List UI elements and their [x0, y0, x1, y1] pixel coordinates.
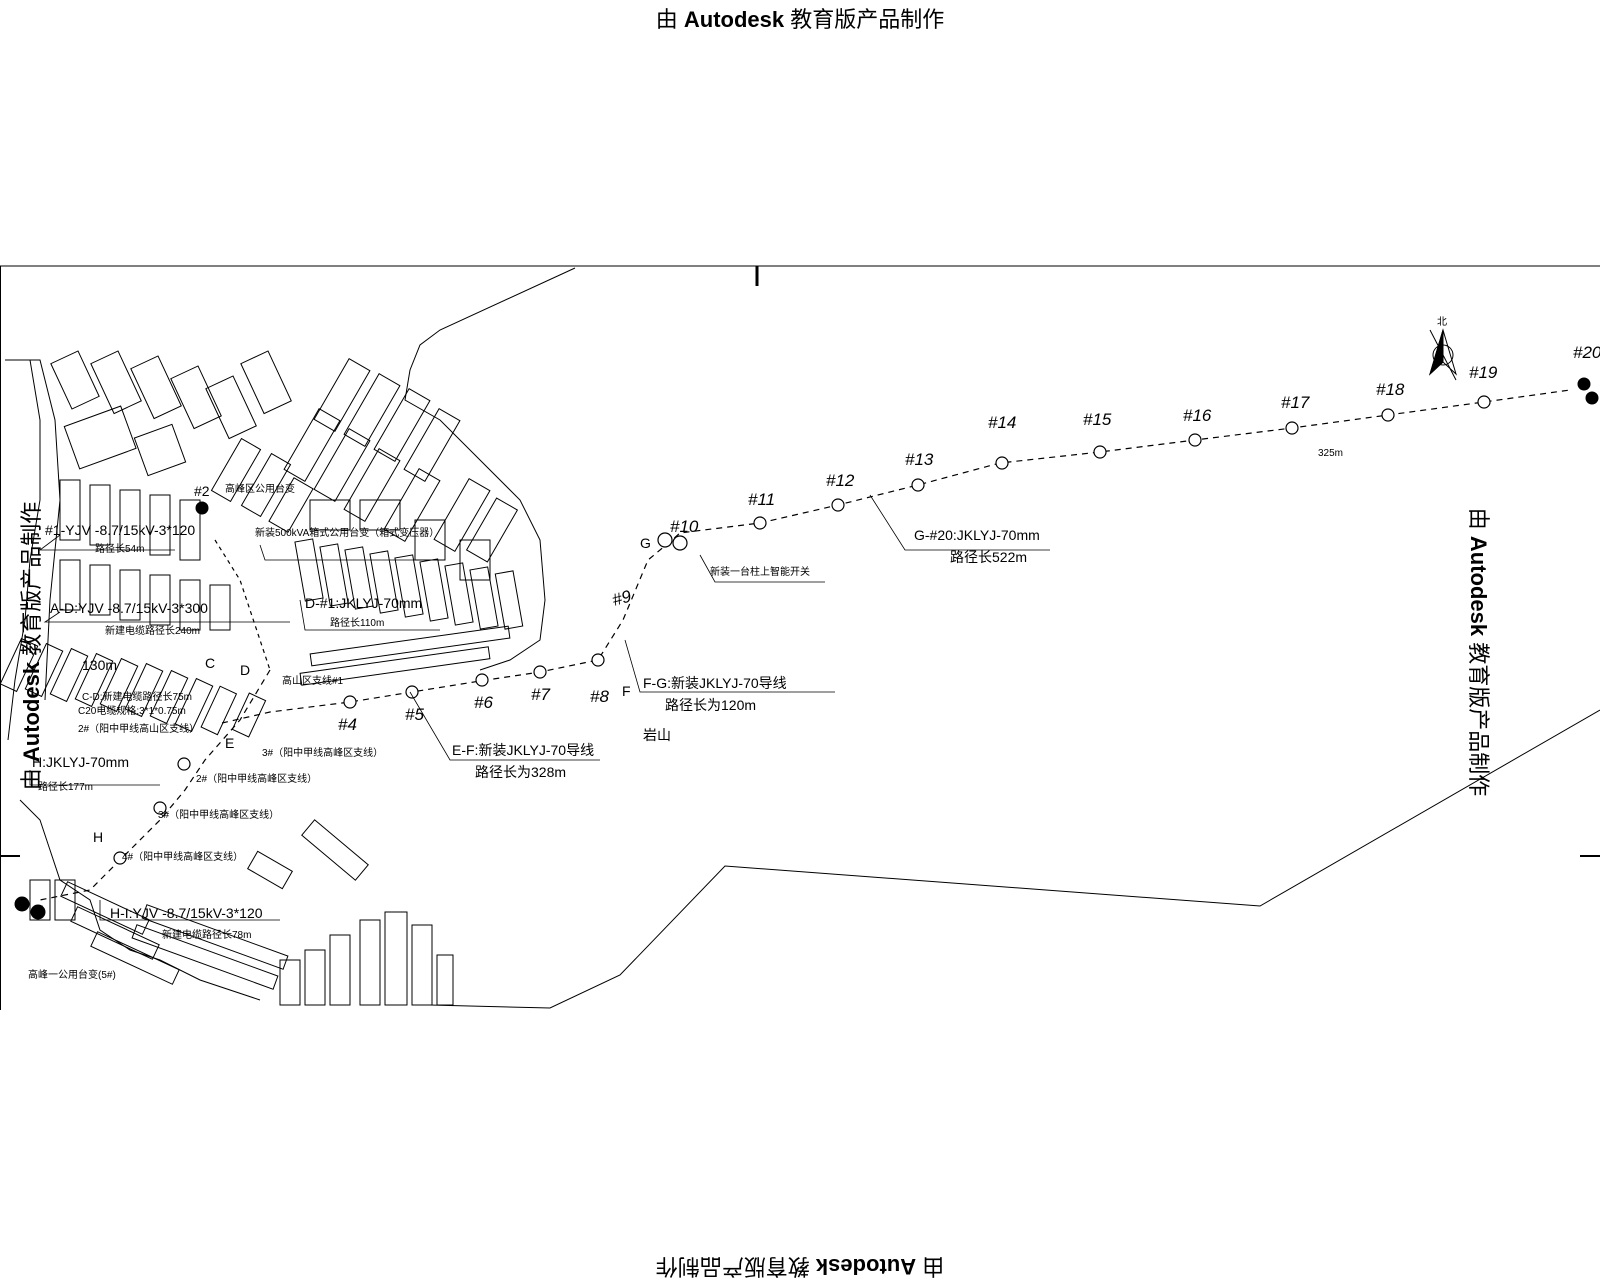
- watermark-top: 由 Autodesk 教育版产品制作: [655, 7, 945, 32]
- tower-label-8: #8: [590, 687, 609, 706]
- transformer-5: [14, 896, 30, 912]
- gaoshan-label: 高山区支线#1: [282, 674, 344, 687]
- tower-label-16: #16: [1183, 406, 1212, 425]
- h-line-label: H:JKLYJ-70mm: [32, 754, 129, 770]
- tower-label-6: #6: [474, 693, 493, 712]
- north-label: 北: [1437, 316, 1447, 328]
- tower-label-12: #12: [826, 471, 855, 490]
- tower-marker-8: [591, 653, 605, 667]
- g20-line-label: G-#20:JKLYJ-70mm: [914, 527, 1040, 543]
- point-d: D: [240, 662, 250, 678]
- span-325-label: 325m: [1318, 448, 1343, 459]
- drawing-frame: [0, 265, 1600, 1010]
- transformer-2-label: #2: [194, 483, 210, 499]
- a-line-label: #1-YJV -8.7/15kV-3*120: [45, 522, 195, 538]
- tower-marker-5: [405, 685, 419, 699]
- tower-marker-14: [995, 456, 1009, 470]
- point-h: H: [93, 829, 103, 845]
- tower-label-9: #9: [610, 586, 634, 609]
- b-length-label: 新建电缆路径长240m: [105, 624, 200, 637]
- point-c: C: [205, 655, 215, 671]
- tower-label-17: #17: [1281, 393, 1310, 412]
- tower-label-14: #14: [988, 413, 1016, 432]
- ef-line-label: E-F:新装JKLYJ-70导线: [452, 742, 594, 758]
- tower-marker-16: [1188, 433, 1202, 447]
- tower-marker-18: [1381, 408, 1395, 422]
- tower-marker-12: [831, 498, 845, 512]
- point-i: I: [40, 902, 44, 918]
- point-f: F: [622, 683, 631, 699]
- point-e: E: [225, 735, 234, 751]
- d-length-label: 路径长110m: [330, 616, 384, 629]
- tower-label-10: #10: [670, 517, 699, 536]
- transformer-2: [195, 501, 209, 515]
- branch-label-1: 2#（阳中甲线高山区支线）: [78, 722, 199, 735]
- transformer-2-name: 高峰区公用台变: [225, 482, 295, 495]
- branch-label-5: 4#（阳中甲线高峰区支线）: [122, 850, 243, 863]
- ef-length-label: 路径长为328m: [475, 764, 566, 780]
- tower-marker-10a: [657, 532, 673, 548]
- tower-label-19: #19: [1469, 363, 1498, 382]
- tower-marker-10b: [672, 535, 688, 551]
- d-line-label: D-#1:JKLYJ-70mm: [305, 595, 422, 611]
- tower-label-20: #20: [1573, 343, 1600, 362]
- branch-marker-4: [113, 851, 127, 865]
- tower-label-4: #4: [338, 715, 357, 734]
- leader-lines: [29, 494, 1050, 921]
- terrain-outline: [404, 267, 1600, 1009]
- tower-marker-11: [753, 516, 767, 530]
- cd-line-label: C-D:新建电缆路径长75m: [82, 690, 192, 703]
- tower-label-13: #13: [905, 450, 934, 469]
- point-g: G: [640, 535, 651, 551]
- tower-label-11: #11: [748, 490, 775, 509]
- tower-label-7: #7: [531, 685, 550, 704]
- tower-marker-4: [343, 695, 357, 709]
- branch-label-3: 2#（阳中甲线高峰区支线）: [196, 772, 317, 785]
- north-arrow: [1429, 328, 1457, 381]
- tower-marker-15: [1093, 445, 1107, 459]
- hi-length-label: 新建电缆路径长78m: [162, 928, 251, 941]
- tower-label-18: #18: [1376, 380, 1405, 399]
- branch-label-4: 3#（阳中甲线高峰区支线）: [158, 808, 279, 821]
- branch-marker-2: [177, 757, 191, 771]
- tower-marker-7: [533, 665, 547, 679]
- tower-label-15: #15: [1083, 410, 1112, 429]
- switch-note: 新装一台柱上智能开关: [710, 565, 810, 578]
- branch-label-2: 3#（阳中甲线高峰区支线）: [262, 746, 383, 759]
- a-length-label: 路径长54m: [95, 542, 144, 555]
- fg-line-label: F-G:新装JKLYJ-70导线: [643, 675, 787, 691]
- old-transformer-label: 高峰一公用台变(5#): [28, 968, 116, 981]
- tower-markers: [113, 395, 1491, 865]
- cd-sub-label: C20电缆规格:3*1*0.75m: [78, 704, 186, 717]
- b-line-label: A-D:YJV -8.7/15kV-3*300: [50, 600, 208, 616]
- tower-marker-6: [475, 673, 489, 687]
- branch-marker-3: [153, 801, 167, 815]
- c-length-label: 130m: [82, 657, 117, 673]
- buildings: [0, 350, 524, 1006]
- g20-length-label: 路径长522m: [950, 549, 1027, 565]
- transformers: [14, 377, 1599, 920]
- yanshan-label: 岩山: [643, 727, 671, 743]
- tower-marker-17: [1285, 421, 1299, 435]
- h-length-label: 路径长177m: [38, 780, 93, 793]
- fg-length-label: 路径长为120m: [665, 697, 756, 713]
- tower-marker-19: [1477, 395, 1491, 409]
- new-transformer-label: 新装500kVA箱式公用台变（箱式变压器）: [255, 526, 439, 539]
- hi-line-label: H-I:YJV -8.7/15kV-3*120: [110, 905, 263, 921]
- transformer-20: [1577, 377, 1591, 391]
- tower-marker-13: [911, 478, 925, 492]
- tower-label-5: #5: [405, 705, 424, 724]
- power-line: [39, 389, 1571, 901]
